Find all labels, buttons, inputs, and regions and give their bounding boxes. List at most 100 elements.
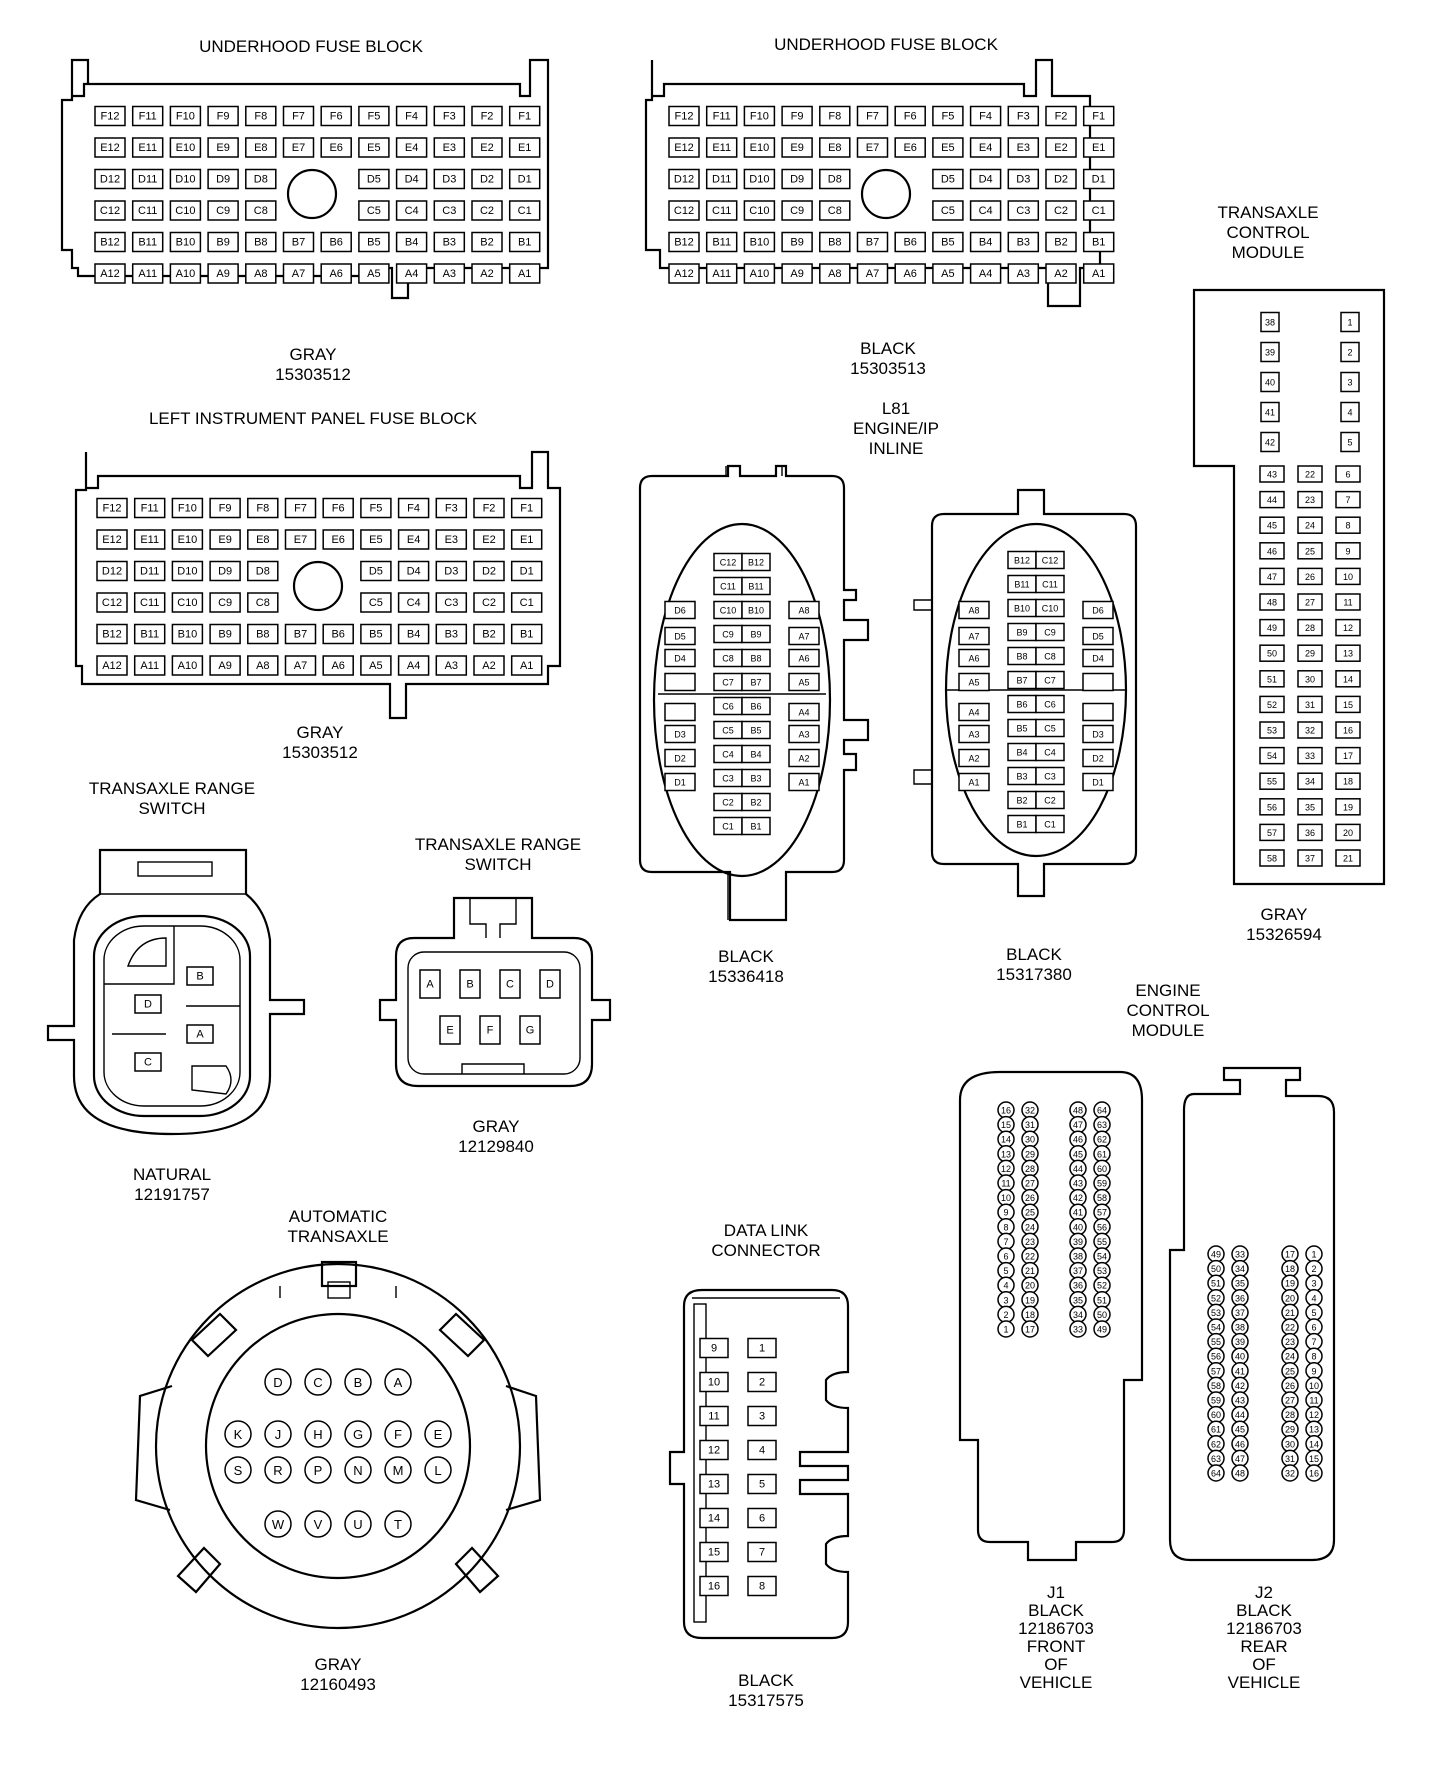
cavity [344, 1456, 372, 1484]
pin-label: D10 [177, 566, 197, 578]
auto-trans-part: 12160493 [300, 1675, 376, 1694]
pin-label: 49 [1267, 623, 1277, 633]
cavity [397, 529, 430, 550]
pin-label: K [234, 1427, 243, 1442]
pin-label: B7 [1016, 676, 1027, 686]
pin-label: B3 [750, 774, 761, 784]
pin-label: D1 [1092, 174, 1106, 186]
pin-label: 40 [1265, 378, 1275, 388]
pin-label: E7 [292, 142, 305, 154]
cavity [360, 623, 392, 645]
pin-label: 43 [1235, 1396, 1245, 1406]
cavity [741, 624, 771, 644]
pin-label: B1 [1016, 820, 1027, 830]
cavity [1082, 772, 1114, 792]
engine-control-module: ENGINE CONTROL MODULE 161514131211109876… [958, 981, 1336, 1692]
pin-label: D1 [520, 566, 534, 578]
pin-label: 17 [1343, 751, 1353, 761]
pin-label: 44 [1267, 495, 1277, 505]
cavity [282, 231, 315, 253]
tcm-color: GRAY [1261, 905, 1308, 924]
cavity [224, 1456, 252, 1484]
pin-label: B9 [218, 629, 231, 641]
pin-label: C11 [140, 597, 159, 609]
ecm-title-line3: MODULE [1132, 1021, 1205, 1040]
cavity [747, 1337, 777, 1359]
pin-label: 22 [1285, 1323, 1295, 1333]
cavity [705, 263, 738, 284]
cavity [304, 1368, 332, 1396]
pin-label: 53 [1097, 1266, 1107, 1276]
pin-label: 59 [1211, 1396, 1221, 1406]
cavity [741, 672, 771, 692]
cavity [1045, 137, 1077, 158]
pin-label: F4 [979, 111, 992, 123]
pin-label: 8 [1345, 521, 1350, 531]
pin-label: 38 [1073, 1252, 1083, 1262]
cavity [322, 655, 354, 676]
cavity [96, 655, 128, 676]
pin-label: 2 [759, 1377, 765, 1389]
pin-label: E6 [331, 534, 344, 546]
pin-label: A6 [903, 268, 916, 280]
cavity [1035, 766, 1065, 786]
pin-label: E3 [443, 142, 456, 154]
pin-label: R [273, 1463, 282, 1478]
cavity [473, 497, 505, 519]
cavity [1082, 231, 1115, 253]
pin-label: 6 [759, 1513, 765, 1525]
cavity [1082, 626, 1114, 646]
pin-label: E9 [216, 142, 229, 154]
pin-label: A2 [798, 754, 809, 764]
pin-label: 19 [1285, 1279, 1295, 1289]
cavity [508, 137, 541, 158]
pin-label: 32 [1305, 726, 1315, 736]
pin-label: 3 [759, 1411, 765, 1423]
ecm-j1-housing [958, 1070, 1144, 1562]
cavity [1297, 772, 1323, 790]
pin-label: B7 [292, 237, 305, 249]
cavity [699, 1507, 729, 1529]
cavity [320, 231, 352, 253]
pin-label: 55 [1267, 777, 1277, 787]
pin-label: 31 [1285, 1454, 1295, 1464]
ecm-j2-connector: 4950515253545556575859606162636433343536… [1168, 1066, 1336, 1692]
cavity [1035, 670, 1065, 690]
cavity [1260, 431, 1280, 453]
pin-label: 19 [1343, 802, 1353, 812]
cavity [358, 200, 390, 221]
cavity [322, 623, 354, 645]
pin-label: C10 [749, 205, 769, 217]
pin-label: A [394, 1375, 403, 1390]
cavity [1297, 849, 1323, 867]
pin-label: 62 [1211, 1439, 1221, 1449]
pin-label: 26 [1305, 572, 1315, 582]
pin-label: E [434, 1427, 443, 1442]
pin-label: A6 [331, 660, 344, 672]
cavity [284, 497, 317, 519]
pin-label: 11 [1309, 1396, 1318, 1406]
pin-label: F6 [330, 111, 343, 123]
cavity [668, 231, 700, 253]
pin-label: 10 [1309, 1381, 1319, 1391]
cavity [344, 1420, 372, 1448]
pin-label: A5 [968, 678, 979, 688]
ufb-gray-part: 15303512 [275, 365, 351, 384]
pin-label: D2 [674, 754, 686, 764]
pin-label: D6 [1092, 606, 1104, 616]
pin-label: 50 [1211, 1264, 1221, 1274]
cavity [1035, 646, 1065, 666]
cavity [1335, 798, 1361, 816]
lip-part: 15303512 [282, 743, 358, 762]
pin-label: C7 [722, 678, 734, 688]
pin-label: 62 [1097, 1135, 1107, 1145]
cavity [1335, 593, 1361, 611]
pin-label: C2 [722, 798, 734, 808]
cavity [788, 672, 820, 692]
inline-right-part: 15317380 [996, 965, 1072, 984]
pin-label: A3 [443, 268, 456, 280]
cavity [1035, 694, 1065, 714]
cavity [360, 592, 392, 613]
cavity [1259, 465, 1285, 483]
